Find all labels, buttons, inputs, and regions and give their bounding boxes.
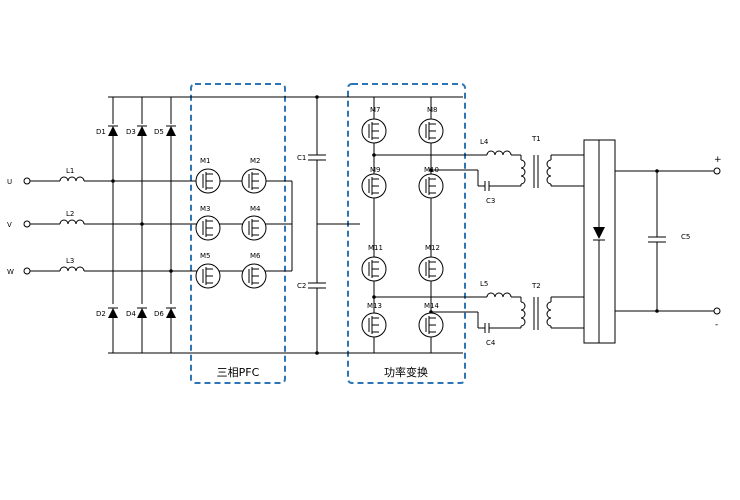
- capacitor-c1: C1: [297, 95, 326, 224]
- mosfet-m2: M2: [241, 157, 267, 194]
- label-m10: M10: [424, 166, 439, 174]
- diode-d5: [166, 126, 176, 136]
- terminal-w: [23, 267, 31, 275]
- label-m8: M8: [427, 106, 438, 114]
- inductor-l2: [59, 219, 85, 225]
- label-m3: M3: [200, 205, 211, 213]
- label-v: V: [7, 221, 12, 229]
- mosfet-m7: M7: [361, 106, 387, 144]
- mosfet-m12: M12: [418, 244, 444, 282]
- inductor-l4: [486, 150, 512, 156]
- inductor-l5: [486, 292, 512, 298]
- label-m4: M4: [250, 205, 261, 213]
- terminal-u: [23, 177, 31, 185]
- diode-d4: [137, 308, 147, 318]
- label-output-minus: -: [715, 320, 718, 330]
- label-m12: M12: [425, 244, 440, 252]
- label-output-plus: +: [714, 155, 722, 165]
- label-u: U: [7, 178, 12, 186]
- power-conversion-block-box: [347, 83, 466, 384]
- label-m13: M13: [367, 302, 382, 310]
- label-m2: M2: [250, 157, 261, 165]
- label-l1: L1: [66, 167, 74, 175]
- label-d4: D4: [126, 310, 136, 318]
- mosfet-m1: M1: [195, 157, 221, 194]
- pfc-block-label: 三相PFC: [217, 366, 260, 379]
- mosfet-m3: M3: [195, 205, 221, 241]
- label-l4: L4: [480, 138, 489, 146]
- rectifier-diode: [593, 227, 605, 239]
- label-t1: T1: [531, 135, 541, 143]
- label-m1: M1: [200, 157, 211, 165]
- phase-u: U L1: [7, 167, 205, 186]
- label-m14: M14: [424, 302, 439, 310]
- mosfet-m5: M5: [195, 252, 221, 289]
- diode-d1: [108, 126, 118, 136]
- conversion-bridge-wires: [372, 97, 463, 353]
- label-d3: D3: [126, 128, 136, 136]
- label-d1: D1: [96, 128, 106, 136]
- label-l3: L3: [66, 257, 74, 265]
- diode-d2: [108, 308, 118, 318]
- output-terminal-negative: [713, 307, 721, 315]
- output-terminal-positive: [713, 167, 721, 175]
- mosfet-m10: M10: [418, 166, 444, 199]
- mosfet-m8: M8: [418, 106, 444, 144]
- label-c4: C4: [486, 339, 496, 347]
- label-m7: M7: [370, 106, 381, 114]
- output-stage: C5 + -: [615, 155, 722, 330]
- transformer-t2: T2: [520, 282, 584, 330]
- mosfet-m14: M14: [418, 302, 444, 338]
- label-m9: M9: [370, 166, 381, 174]
- mosfet-m4: M4: [241, 205, 267, 241]
- diode-leg-3: D5 D6: [154, 97, 176, 353]
- rectifier-block: [583, 139, 616, 344]
- transformer-t1: T1: [520, 135, 584, 188]
- diode-d6: [166, 308, 176, 318]
- label-m6: M6: [250, 252, 261, 260]
- label-l2: L2: [66, 210, 74, 218]
- mosfet-m6: M6: [241, 252, 267, 289]
- label-d6: D6: [154, 310, 164, 318]
- capacitor-c2: C2: [297, 224, 326, 355]
- phase-w: W L3: [7, 257, 205, 276]
- mosfet-m9: M9: [361, 166, 387, 199]
- label-w: W: [7, 268, 14, 276]
- label-d5: D5: [154, 128, 164, 136]
- power-conversion-block-label: 功率变换: [384, 365, 428, 379]
- mosfet-m13: M13: [361, 302, 387, 338]
- label-c3: C3: [486, 197, 495, 205]
- resonant-tank-lower: L5 C4: [463, 280, 521, 347]
- mosfet-m11: M11: [361, 244, 387, 282]
- label-c5: C5: [681, 233, 690, 241]
- phase-v: V L2: [7, 210, 205, 229]
- pfc-block-box: [190, 83, 286, 384]
- diode-leg-2: D3 D4: [126, 97, 147, 353]
- terminal-v: [23, 220, 31, 228]
- label-t2: T2: [531, 282, 541, 290]
- diode-leg-1: D1 D2: [96, 97, 118, 353]
- label-l5: L5: [480, 280, 488, 288]
- label-c2: C2: [297, 282, 306, 290]
- label-m11: M11: [368, 244, 383, 252]
- inductor-l3: [59, 266, 85, 272]
- diode-d3: [137, 126, 147, 136]
- resonant-tank-upper: L4 C3: [463, 138, 521, 205]
- label-d2: D2: [96, 310, 106, 318]
- label-c1: C1: [297, 154, 306, 162]
- label-m5: M5: [200, 252, 211, 260]
- inductor-l1: [59, 176, 85, 182]
